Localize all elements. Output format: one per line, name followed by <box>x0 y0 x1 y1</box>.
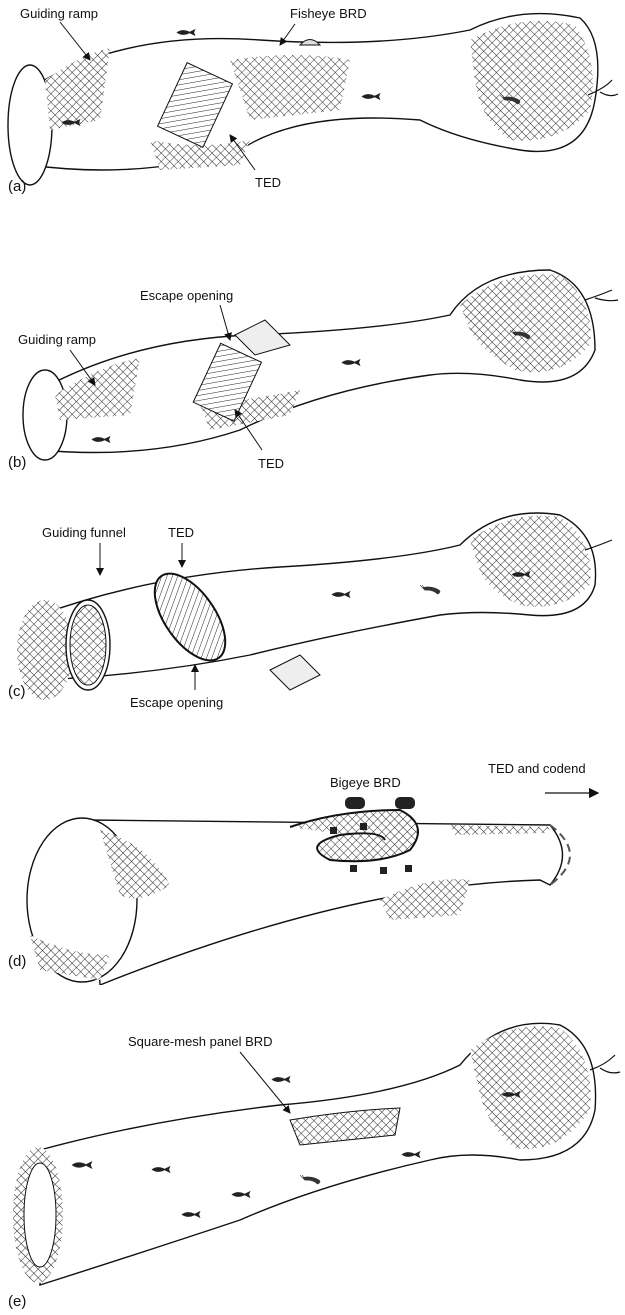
panel-b: Escape opening Guiding ramp TED (b) <box>0 240 625 480</box>
fisheye-brd <box>300 40 320 46</box>
float <box>395 797 415 809</box>
guiding-ramp-label: Guiding ramp <box>20 6 98 21</box>
panel-c: Guiding funnel TED Escape opening (c) <box>0 505 625 715</box>
panel-letter: (b) <box>8 454 26 471</box>
trawl-net-c: Guiding funnel TED Escape opening <box>0 505 625 715</box>
trawl-net-a: Guiding ramp Fisheye BRD TED <box>0 0 625 200</box>
guiding-ramp <box>45 48 110 130</box>
panel-a: Guiding ramp Fisheye BRD TED (a) <box>0 0 625 200</box>
fish-icon <box>176 29 195 36</box>
panel-d: Bigeye BRD TED and codend (d) <box>0 755 625 985</box>
trawl-net-d: Bigeye BRD TED and codend <box>0 755 625 985</box>
guiding-ramp-label: Guiding ramp <box>18 332 96 347</box>
panel-letter: (c) <box>8 683 26 700</box>
escape-opening-label: Escape opening <box>140 288 233 303</box>
ted-label: TED <box>168 525 194 540</box>
fisheye-brd-label: Fisheye BRD <box>290 6 367 21</box>
fish-icon <box>271 1076 290 1083</box>
codend-rope <box>585 290 618 301</box>
ted-codend-label: TED and codend <box>488 761 586 776</box>
float <box>345 797 365 809</box>
trawl-net-b: Escape opening Guiding ramp TED <box>0 240 625 480</box>
escape-opening-label: Escape opening <box>130 695 223 710</box>
guiding-funnel-label: Guiding funnel <box>42 525 126 540</box>
panel-letter: (d) <box>8 953 26 970</box>
panel-letter: (a) <box>8 178 26 195</box>
trawl-net-e: Square-mesh panel BRD <box>0 1010 625 1315</box>
ted-label: TED <box>255 175 281 190</box>
escaping-ray <box>270 655 320 690</box>
bigeye-brd-label: Bigeye BRD <box>330 775 401 790</box>
panel-e: Square-mesh panel BRD (e) <box>0 1010 625 1315</box>
panel-letter: (e) <box>8 1293 26 1310</box>
codend-rope <box>590 1055 620 1073</box>
ted-label: TED <box>258 456 284 471</box>
square-mesh-brd-label: Square-mesh panel BRD <box>128 1034 273 1049</box>
